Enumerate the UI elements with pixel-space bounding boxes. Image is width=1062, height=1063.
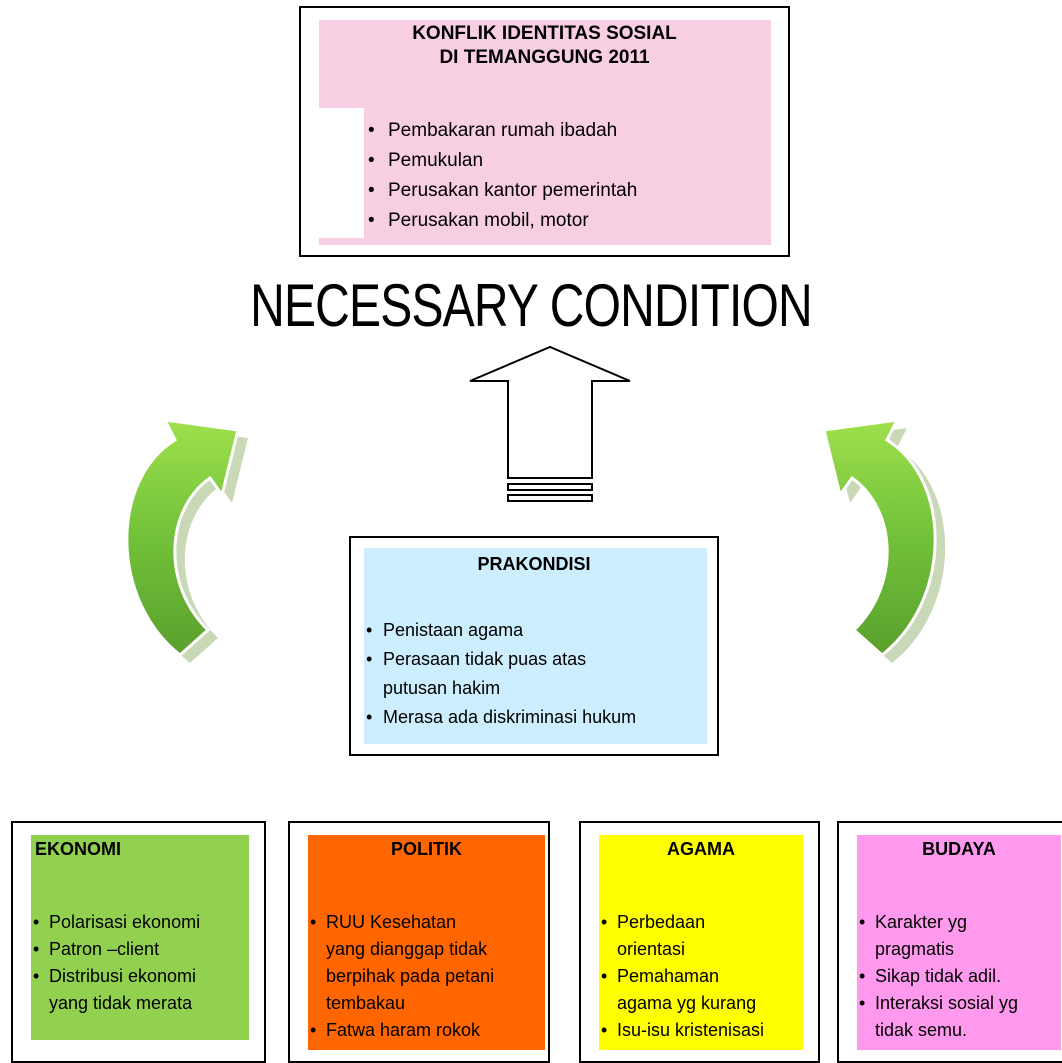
conflict-box-notch [319,108,364,238]
politik-list: RUU Kesehatan yang dianggap tidak berpih… [308,909,494,1044]
prakondisi-title: PRAKONDISI [477,554,591,574]
ekonomi-box: EKONOMI Polarisasi ekonomi Patron –clien… [11,821,266,1063]
list-item-continuation: yang tidak merata [49,993,193,1013]
list-item: Perasaan tidak puas atas [365,645,636,674]
politik-box: POLITIK RUU Kesehatan yang dianggap tida… [288,821,550,1063]
list-item: Sikap tidak adil. [857,963,1018,990]
list-item: Polarisasi ekonomi [31,909,200,936]
ekonomi-title: EKONOMI [35,839,122,859]
prakondisi-list: Penistaan agama Perasaan tidak puas atas… [365,616,636,732]
conflict-title: KONFLIK IDENTITAS SOSIAL DI TEMANGGUNG 2… [301,22,788,70]
list-item: Perusakan kantor pemerintah [364,176,637,206]
list-item: Interaksi sosial yg [857,990,1018,1017]
agama-title: AGAMA [667,839,735,859]
list-item: Distribusi ekonomi [31,963,200,990]
list-item: Pemahaman [599,963,764,990]
agama-box: AGAMA Perbedaan orientasi Pemahaman agam… [579,821,820,1063]
agama-list: Perbedaan orientasi Pemahaman agama yg k… [599,909,764,1044]
list-item: Karakter yg [857,909,1018,936]
prakondisi-box: PRAKONDISI Penistaan agama Perasaan tida… [349,536,719,756]
politik-title: POLITIK [391,839,462,859]
conflict-list: Pembakaran rumah ibadah Pemukulan Perusa… [364,116,637,236]
ekonomi-list: Polarisasi ekonomi Patron –client Distri… [31,909,200,1017]
list-item: Merasa ada diskriminasi hukum [365,703,636,732]
list-item: Isu-isu kristenisasi [599,1017,764,1044]
list-item-continuation: tembakau [326,993,406,1013]
curved-arrow-left-icon [125,418,248,663]
conflict-title-line2: DI TEMANGGUNG 2011 [439,47,650,68]
necessary-condition-heading: NECESSARY CONDITION [250,272,813,339]
list-item-continuation: agama yg kurang [617,993,757,1013]
budaya-list: Karakter yg pragmatis Sikap tidak adil. … [857,909,1018,1044]
list-item: RUU Kesehatan [308,909,494,936]
list-item-continuation: pragmatis [875,939,955,959]
list-item-continuation: berpihak pada petani [326,966,495,986]
list-item-continuation: tidak semu. [875,1020,968,1040]
list-item: Pembakaran rumah ibadah [364,116,637,146]
list-item: Fatwa haram rokok [308,1017,494,1044]
list-item: Pemukulan [364,146,637,176]
list-item-continuation: yang dianggap tidak [326,939,488,959]
budaya-title: BUDAYA [922,839,996,859]
list-item-continuation: putusan hakim [383,678,501,698]
list-item: Penistaan agama [365,616,636,645]
conflict-title-line1: KONFLIK IDENTITAS SOSIAL [412,23,677,44]
budaya-box: BUDAYA Karakter yg pragmatis Sikap tidak… [837,821,1062,1063]
conflict-box: KONFLIK IDENTITAS SOSIAL DI TEMANGGUNG 2… [299,6,790,257]
up-arrow-icon [469,345,631,502]
list-item-continuation: orientasi [617,939,686,959]
list-item: Perbedaan [599,909,764,936]
politik-fill [308,835,545,1050]
agama-fill [599,835,803,1050]
list-item: Perusakan mobil, motor [364,206,637,236]
list-item: Patron –client [31,936,200,963]
curved-arrow-right-icon [822,418,946,663]
